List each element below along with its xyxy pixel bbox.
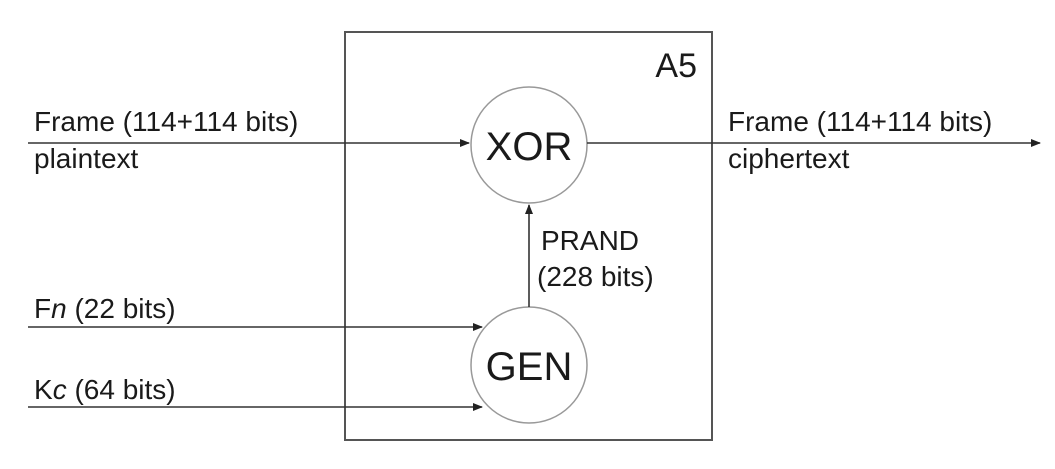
a5-block xyxy=(344,31,713,441)
kc-label-italic: c xyxy=(53,374,67,405)
frame-output-label: Frame (114+114 bits) xyxy=(728,106,992,137)
kc-label-suffix: (64 bits) xyxy=(67,374,176,405)
a5-block-title: A5 xyxy=(655,47,697,85)
gen-label: GEN xyxy=(486,345,573,389)
fn-label-italic: n xyxy=(51,293,67,324)
prand-bits-label: (228 bits) xyxy=(537,261,654,292)
prand-label: PRAND xyxy=(541,225,639,256)
kc-label: Kc (64 bits) xyxy=(34,374,176,405)
fn-label: Fn (22 bits) xyxy=(34,293,176,324)
plaintext-label: plaintext xyxy=(34,143,139,174)
ciphertext-label: ciphertext xyxy=(728,143,850,174)
fn-label-suffix: (22 bits) xyxy=(67,293,176,324)
xor-label: XOR xyxy=(486,125,573,169)
fn-label-prefix: F xyxy=(34,293,51,324)
frame-input-label: Frame (114+114 bits) xyxy=(34,106,298,137)
kc-label-prefix: K xyxy=(34,374,53,405)
xor-node xyxy=(470,86,588,204)
